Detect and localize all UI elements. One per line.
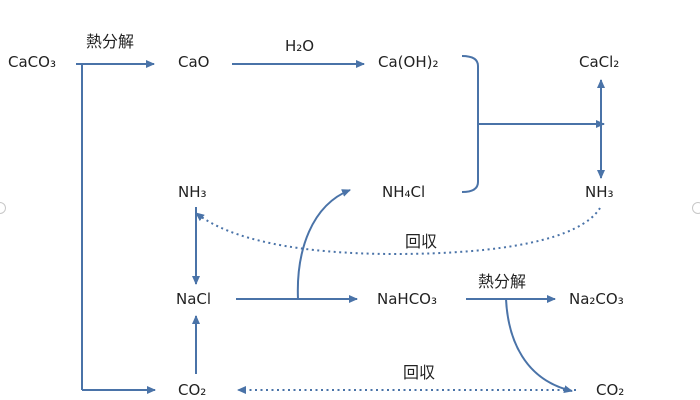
label-water: H₂O	[285, 37, 315, 55]
node-nahco3: NaHCO₃	[377, 290, 437, 308]
node-nh3-right: NH₃	[585, 183, 614, 201]
label-heat-decompose-bottom: 熱分解	[478, 272, 527, 291]
node-caco3: CaCO₃	[8, 53, 56, 71]
node-caoh2: Ca(OH)₂	[378, 53, 439, 71]
node-cao: CaO	[178, 53, 210, 71]
bracket-caoh2-nh4cl	[461, 55, 479, 193]
curve-to-co2-right	[505, 298, 573, 394]
node-nacl: NaCl	[176, 290, 212, 308]
node-nh3-left: NH₃	[178, 183, 207, 201]
node-na2co3: Na₂CO₃	[569, 290, 624, 308]
node-co2-left: CO₂	[178, 381, 207, 399]
curve-to-nh4cl	[296, 189, 351, 300]
label-heat-decompose-top: 熱分解	[86, 32, 135, 51]
right-edge-circle	[692, 202, 700, 214]
label-recover-top: 回収	[405, 232, 438, 251]
node-cacl2: CaCl₂	[579, 53, 620, 71]
label-recover-bottom: 回収	[403, 363, 436, 382]
node-nh4cl: NH₄Cl	[382, 183, 426, 201]
dotted-recover-nh3	[195, 207, 601, 256]
node-co2-right: CO₂	[596, 381, 625, 399]
